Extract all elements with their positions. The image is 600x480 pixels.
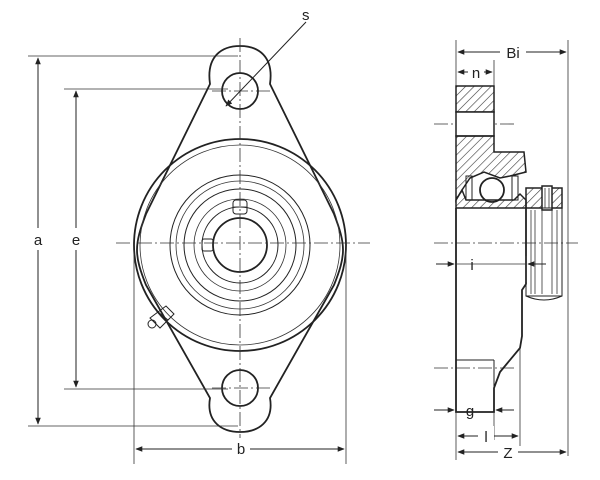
dimension-bi: Bi (457, 42, 567, 62)
grease-nipple (147, 305, 175, 329)
label-i: i (470, 257, 473, 274)
label-e: e (72, 232, 80, 249)
dimension-a: a (28, 55, 238, 427)
set-screw-side (541, 185, 553, 211)
label-a: a (34, 232, 43, 249)
flange-section-top (455, 85, 495, 113)
label-g: g (466, 403, 474, 420)
dimension-n: n (457, 62, 493, 82)
dimension-s: s (225, 7, 310, 107)
dimension-b: b (133, 250, 347, 464)
dimension-z: Z (457, 442, 567, 462)
housing-outline-lower (455, 208, 527, 413)
side-view (434, 40, 578, 460)
label-bi: Bi (506, 45, 519, 62)
bearing-ball (479, 177, 505, 203)
label-n: n (472, 65, 480, 82)
dimension-g: g (434, 403, 514, 420)
housing-lower-section (455, 188, 527, 209)
dimension-l: l (457, 426, 519, 446)
label-l: l (484, 429, 487, 446)
dimension-e: e (64, 88, 228, 390)
label-s: s (302, 7, 310, 24)
dimension-i: i (436, 257, 546, 274)
inner-ring-lower (525, 207, 563, 297)
label-z: Z (503, 445, 512, 462)
front-view (116, 38, 370, 442)
label-b: b (237, 441, 245, 458)
set-screw-left (201, 238, 214, 252)
